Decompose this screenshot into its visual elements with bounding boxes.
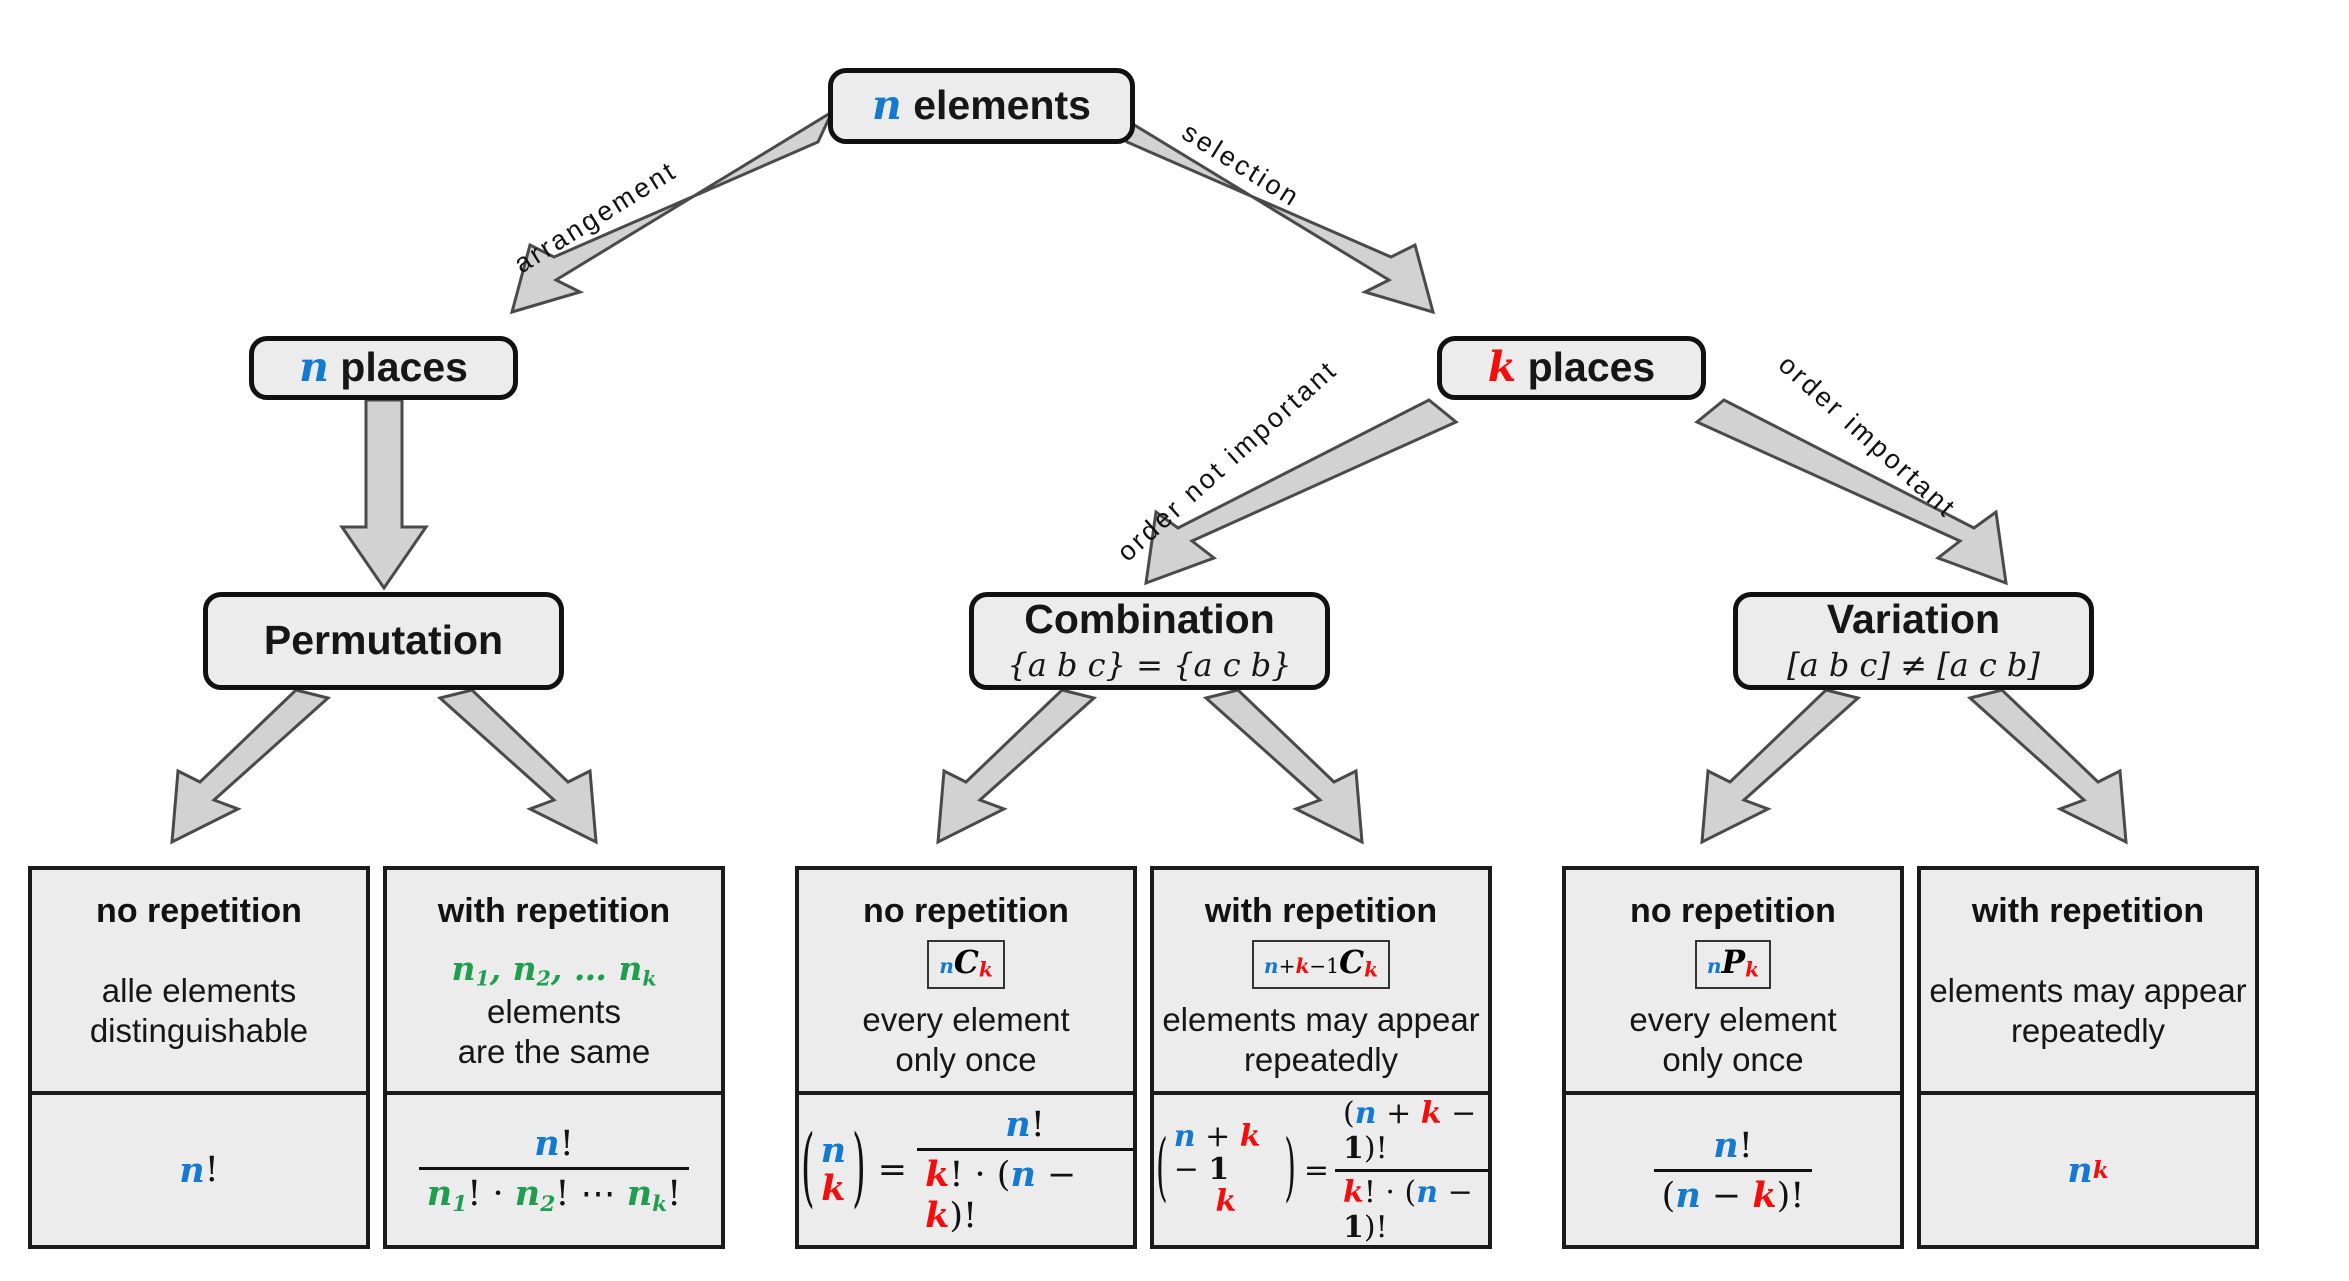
- node-n-elements[interactable]: n elements: [828, 68, 1135, 144]
- leaf-description: every element only once: [854, 1000, 1077, 1081]
- leaf-top: with repetition n+k−1Ck elements may app…: [1154, 870, 1488, 1095]
- desc-line-1b: elements: [487, 993, 621, 1031]
- node-n-places[interactable]: n places: [249, 336, 518, 400]
- arrow-variation-to-leaf6: [1966, 688, 2128, 845]
- node-combination-subtitle: {a b c} = {a c b}: [1007, 645, 1292, 684]
- edge-label-arrangement: arrangement: [508, 154, 683, 279]
- arrow-permutation-to-leaf2: [436, 688, 598, 845]
- leaf-notation: n+k−1Ck: [1251, 940, 1391, 989]
- k-places-var: k: [1487, 343, 1517, 392]
- leaf-top: with repetition elements may appear repe…: [1921, 870, 2255, 1095]
- node-k-places-label: k places: [1488, 346, 1655, 389]
- desc-line-1: alle elements: [101, 971, 297, 1009]
- leaf-top: no repetition nCk every element only onc…: [799, 870, 1133, 1095]
- node-variation[interactable]: Variation [a b c] ≠ [a c b]: [1733, 592, 2094, 690]
- desc-line-1: every element: [862, 1000, 1070, 1038]
- n-places-var: n: [299, 343, 329, 392]
- leaf-permutation-with-repetition[interactable]: with repetition n1, n2, … nk elements ar…: [383, 866, 725, 1249]
- edge-label-selection: selection: [1176, 116, 1307, 214]
- arrow-variation-to-leaf5: [1700, 688, 1862, 845]
- node-combination[interactable]: Combination {a b c} = {a c b}: [969, 592, 1330, 690]
- root-text: elements: [913, 82, 1091, 129]
- desc-line-1: elements may appear: [1162, 1000, 1480, 1038]
- leaf-formula: n!: [179, 1149, 219, 1191]
- arrow-n-places-to-permutation: [339, 398, 429, 591]
- leaf-top: no repetition nPk every element only onc…: [1566, 870, 1900, 1095]
- leaf-header: with repetition: [1204, 892, 1438, 930]
- edge-label-order-not-important: order not important: [1111, 354, 1344, 568]
- desc-line-2: distinguishable: [89, 1012, 309, 1049]
- leaf-description: alle elements distinguishable: [82, 971, 316, 1052]
- desc-line-2: only once: [895, 1040, 1037, 1078]
- leaf-header: no repetition: [863, 892, 1069, 930]
- leaf-variation-no-repetition[interactable]: no repetition nPk every element only onc…: [1562, 866, 1904, 1249]
- leaf-description: elements may appear repeatedly: [1921, 971, 2254, 1052]
- desc-line-2: repeatedly: [2010, 1012, 2166, 1049]
- edge-label-order-important: order important: [1772, 349, 1963, 525]
- arrow-root-to-n-places: [509, 108, 836, 315]
- node-n-elements-label: n elements: [872, 84, 1091, 127]
- node-n-places-label: n places: [299, 346, 468, 389]
- k-places-text: places: [1527, 344, 1656, 391]
- arrow-combination-to-leaf3: [936, 688, 1098, 845]
- arrow-root-to-k-places: [1109, 108, 1436, 315]
- leaf-header: no repetition: [96, 892, 302, 930]
- leaf-header: with repetition: [437, 892, 671, 930]
- root-var: n: [872, 81, 902, 130]
- n-places-text: places: [340, 344, 468, 391]
- leaf-combination-no-repetition[interactable]: no repetition nCk every element only onc…: [795, 866, 1137, 1249]
- node-variation-subtitle: [a b c] ≠ [a c b]: [1787, 645, 2040, 684]
- node-permutation[interactable]: Permutation: [203, 592, 564, 690]
- desc-line-1: every element: [1629, 1000, 1837, 1038]
- leaf-permutation-no-repetition[interactable]: no repetition alle elements distinguisha…: [28, 866, 370, 1249]
- leaf-formula: ( n + k − 1 k ) = (n + k − 1)! k! · (n −…: [1154, 1095, 1488, 1245]
- leaf-top: with repetition n1, n2, … nk elements ar…: [387, 870, 721, 1095]
- leaf-formula: n! n1! · n2! ⋯ nk!: [387, 1095, 721, 1245]
- desc-line-1: elements may appear: [1929, 971, 2247, 1009]
- desc-line-2: only once: [1662, 1040, 1804, 1078]
- leaf-variation-with-repetition[interactable]: with repetition elements may appear repe…: [1917, 866, 2259, 1249]
- node-k-places[interactable]: k places: [1437, 336, 1706, 400]
- leaf-header: with repetition: [1971, 892, 2205, 930]
- desc-math: n1, n2, … nk: [451, 949, 657, 992]
- node-permutation-title: Permutation: [263, 617, 504, 664]
- arrow-combination-to-leaf4: [1202, 688, 1364, 845]
- leaf-combination-with-repetition[interactable]: with repetition n+k−1Ck elements may app…: [1150, 866, 1492, 1249]
- leaf-top: no repetition alle elements distinguisha…: [32, 870, 366, 1095]
- leaf-description: elements may appear repeatedly: [1154, 1000, 1487, 1081]
- node-combination-title: Combination: [1024, 596, 1275, 643]
- leaf-notation: nPk: [1694, 940, 1772, 989]
- desc-line-2: repeatedly: [1243, 1040, 1399, 1078]
- leaf-formula: n! (n − k)!: [1566, 1095, 1900, 1245]
- leaf-header: no repetition: [1630, 892, 1836, 930]
- desc-line-2: are the same: [457, 1033, 651, 1071]
- arrow-permutation-to-leaf1: [170, 688, 332, 845]
- leaf-description: every element only once: [1621, 1000, 1844, 1081]
- leaf-description: n1, n2, … nk elements are the same: [387, 949, 721, 1072]
- leaf-notation: nCk: [927, 940, 1005, 989]
- node-variation-title: Variation: [1826, 596, 2001, 643]
